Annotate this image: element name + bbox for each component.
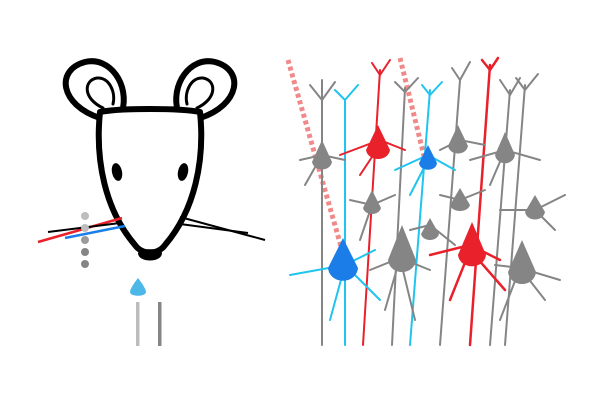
soma-blue-small xyxy=(419,145,437,170)
right-eye xyxy=(177,163,189,181)
left-inner-ear xyxy=(85,76,116,110)
whisker-left-red xyxy=(37,216,123,244)
whisker-right-2 xyxy=(179,223,249,234)
neuron-somata xyxy=(312,125,545,284)
dashed-track-right xyxy=(397,57,428,161)
probe-left xyxy=(136,302,140,346)
soma-gray-large-1 xyxy=(388,225,416,272)
left-ear xyxy=(62,58,127,121)
whisker-left-blue xyxy=(64,224,126,240)
right-ear xyxy=(173,58,238,121)
soma-blue-large xyxy=(328,238,358,281)
nose xyxy=(138,249,162,261)
face-outline xyxy=(95,106,205,256)
electrode-probe-icon xyxy=(130,278,162,346)
whisker-pad-dots xyxy=(81,212,89,268)
soma-gray-3 xyxy=(495,132,515,164)
drop-icon xyxy=(130,278,146,296)
soma-gray-1 xyxy=(312,140,332,170)
dashed-track-left xyxy=(285,59,345,251)
soma-gray-2 xyxy=(448,125,468,154)
soma-gray-4 xyxy=(363,190,381,214)
soma-gray-6 xyxy=(525,195,545,220)
whisker-right-1 xyxy=(179,216,266,241)
soma-gray-7 xyxy=(421,218,439,240)
neuron-network-icon xyxy=(285,56,566,347)
vertical-dendrites xyxy=(309,56,539,347)
mouse-head-icon xyxy=(37,58,266,268)
soma-gray-large-2 xyxy=(508,240,536,284)
soma-red-large xyxy=(458,222,486,267)
right-inner-ear xyxy=(184,76,215,110)
left-eye xyxy=(111,163,123,181)
soma-gray-5 xyxy=(450,188,470,211)
soma-red-1 xyxy=(366,125,390,159)
probe-right xyxy=(158,302,162,346)
